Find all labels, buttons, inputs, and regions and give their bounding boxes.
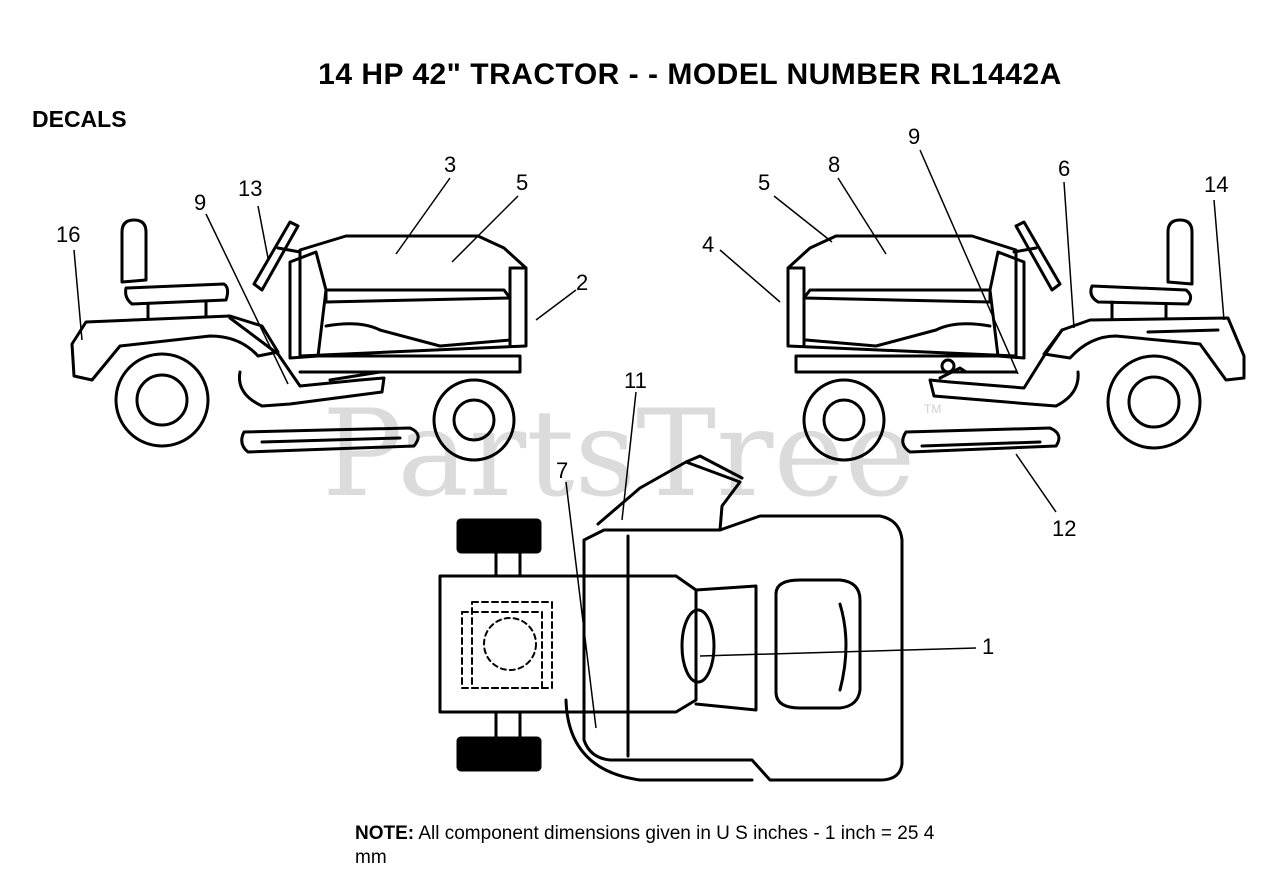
callout-16: 16	[56, 222, 80, 247]
diagram-title: 14 HP 42" TRACTOR - - MODEL NUMBER RL144…	[318, 58, 1062, 91]
callout-6: 6	[1058, 156, 1070, 181]
callout-5-right: 5	[758, 170, 770, 195]
leader-lines	[73, 149, 1225, 729]
callout-8: 8	[828, 152, 840, 177]
callout-5-left: 5	[516, 170, 528, 195]
callout-3: 3	[444, 152, 456, 177]
callout-11: 11	[624, 368, 647, 393]
callout-4: 4	[702, 232, 714, 257]
note-text: All component dimensions given in U S in…	[355, 823, 935, 868]
dimensions-note: NOTE: All component dimensions given in …	[355, 822, 955, 870]
section-label: DECALS	[32, 106, 127, 132]
callout-2: 2	[576, 270, 588, 295]
callout-1: 1	[982, 634, 994, 659]
tractor-top-view	[438, 454, 904, 782]
callout-14: 14	[1204, 172, 1228, 197]
watermark-text: PartsTree	[322, 385, 916, 524]
callout-9-left: 9	[194, 190, 206, 215]
callout-9-right: 9	[908, 124, 920, 149]
callout-7: 7	[556, 458, 568, 483]
tractor-right-side-view	[786, 218, 1246, 462]
watermark-tm: TM	[924, 402, 941, 416]
callout-13: 13	[238, 176, 262, 201]
note-label: NOTE:	[355, 823, 415, 844]
callout-labels: 16 9 13 3 5 2 4 5 8 9 6 14 12 11 7 1	[56, 124, 1228, 659]
callout-12: 12	[1052, 516, 1076, 541]
tractor-left-side-view	[70, 218, 528, 462]
